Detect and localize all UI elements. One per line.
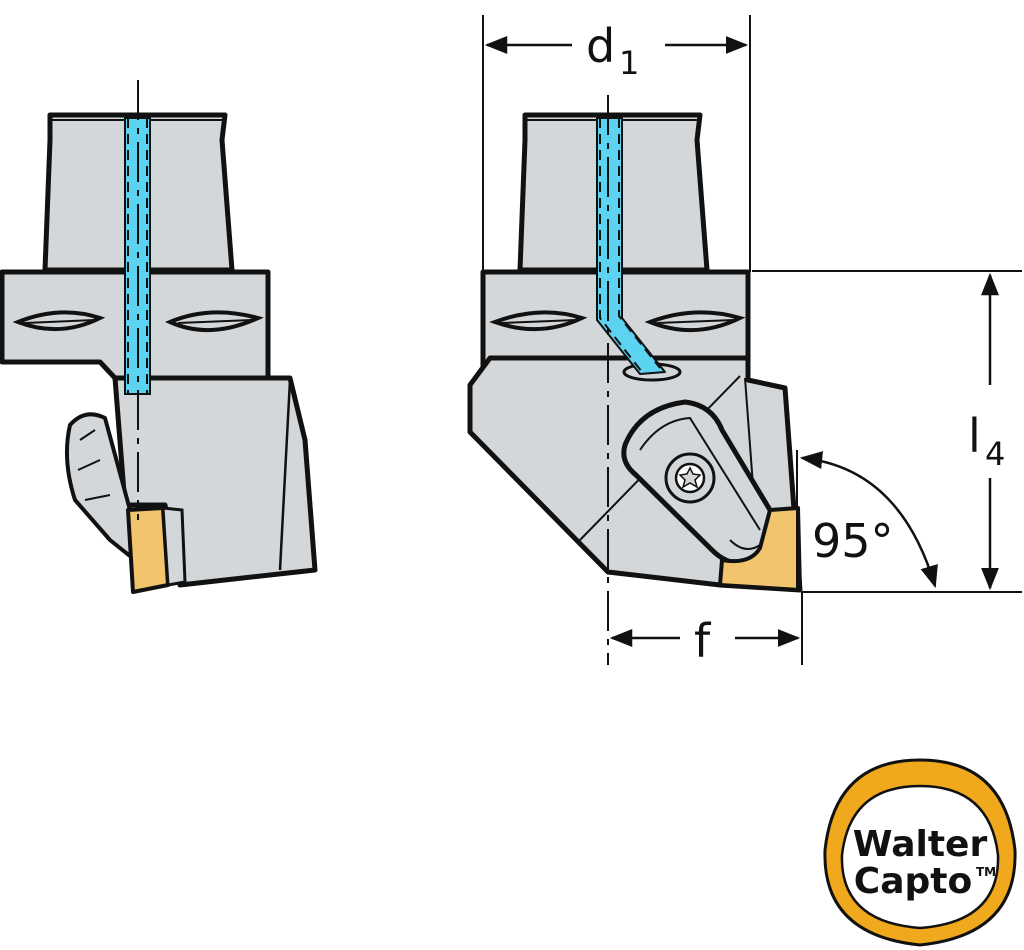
label-d1-subscript: 1 xyxy=(619,44,639,82)
dimension-f xyxy=(609,592,803,665)
top-view-insert xyxy=(718,506,802,592)
side-view xyxy=(0,80,318,594)
side-view-insert xyxy=(126,506,170,594)
label-l4: l xyxy=(968,409,981,463)
top-view xyxy=(467,95,803,665)
walter-capto-logo: Walter Capto TM xyxy=(823,758,1017,947)
side-view-head xyxy=(112,375,318,588)
side-view-clamp xyxy=(65,412,137,562)
dimension-angle xyxy=(796,450,938,592)
top-view-coolant-channel xyxy=(596,117,666,375)
logo-line2: Capto xyxy=(854,861,972,902)
dimension-d1 xyxy=(482,15,751,272)
logo-line1: Walter xyxy=(853,824,988,865)
label-angle: 95° xyxy=(812,514,894,568)
logo-trademark: TM xyxy=(976,865,996,879)
label-f: f xyxy=(694,614,712,668)
label-l4-subscript: 4 xyxy=(985,435,1005,473)
label-d1: d xyxy=(586,19,615,73)
dimension-l4 xyxy=(752,270,1022,593)
